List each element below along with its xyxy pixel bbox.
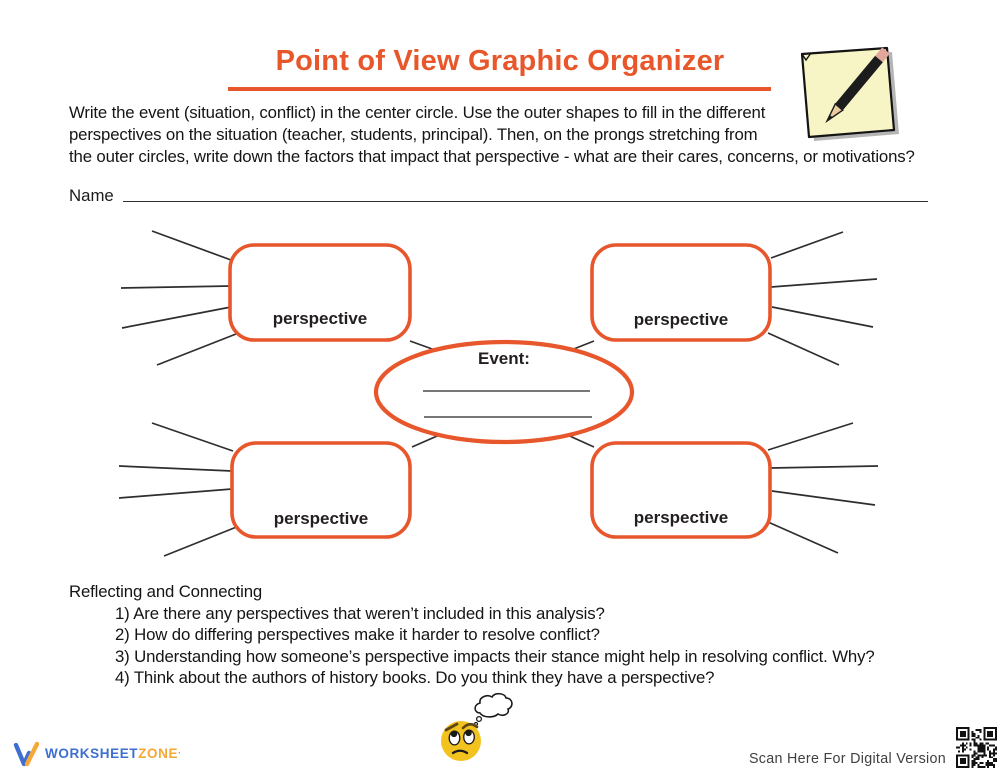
- name-input-line[interactable]: [122, 186, 928, 202]
- reflecting-question: 3) Understanding how someone’s perspecti…: [115, 646, 875, 666]
- instructions: Write the event (situation, conflict) in…: [69, 102, 915, 167]
- prong-line: [767, 422, 854, 451]
- perspective-label-top-left: perspective: [273, 309, 368, 328]
- qr-code: [956, 727, 997, 768]
- prong-line: [120, 285, 232, 289]
- prong-line: [156, 333, 237, 366]
- perspective-box-bottom-right[interactable]: [590, 441, 772, 539]
- reflecting-question: 1) Are there any perspectives that weren…: [115, 604, 605, 623]
- perspective-label-bottom-left: perspective: [274, 509, 369, 528]
- prong-line: [771, 306, 874, 328]
- brand-logo[interactable]: WORKSHEETZONE·: [13, 740, 182, 767]
- name-label: Name: [69, 186, 114, 205]
- name-row: Name: [69, 186, 928, 206]
- page-title: Point of View Graphic Organizer: [275, 45, 725, 77]
- prong-line: [118, 488, 233, 499]
- scan-label: Scan Here For Digital Version: [748, 751, 946, 767]
- qr-modules: [956, 728, 997, 768]
- brand-name-worksheet: WORKSHEET: [45, 746, 139, 761]
- event-blank-lines: [423, 390, 592, 418]
- prong-line: [163, 525, 240, 557]
- brand-name-zone: ZONE: [138, 746, 179, 761]
- reflecting-question: 2) How do differing perspectives make it…: [115, 625, 600, 645]
- note-pencil-icon: [800, 46, 899, 141]
- perspective-box-top-right[interactable]: [590, 243, 772, 342]
- instruction-line: Write the event (situation, conflict) in…: [69, 103, 766, 122]
- prong-line: [151, 230, 232, 261]
- thinking-emoji-icon: [441, 692, 513, 761]
- prong-line: [767, 521, 839, 554]
- perspective-label-top-right: perspective: [634, 310, 729, 329]
- prong-line: [121, 306, 232, 329]
- event-label: Event:: [478, 349, 530, 368]
- prong-line: [770, 278, 878, 288]
- perspective-box-bottom-left[interactable]: [230, 441, 412, 539]
- thought-bubble-icon: [473, 692, 513, 727]
- prong-line: [767, 332, 840, 366]
- reflecting-question: 4) Think about the authors of history bo…: [115, 668, 715, 688]
- prong-line: [770, 231, 844, 259]
- brand-name: WORKSHEETZONE·: [45, 746, 182, 761]
- reflecting-heading: Reflecting and Connecting: [69, 582, 263, 601]
- perspective-box-top-left[interactable]: [228, 243, 412, 342]
- brand-name-suffix: ·: [178, 748, 182, 758]
- pencil-icon: [825, 47, 890, 124]
- instruction-line: perspectives on the situation (teacher, …: [69, 124, 758, 144]
- reflecting-section: Reflecting and Connecting 1) Are there a…: [69, 581, 875, 689]
- perspective-label-bottom-right: perspective: [634, 508, 729, 527]
- emoji-face: [441, 721, 481, 761]
- title-underline: [228, 87, 771, 91]
- instruction-line: the outer circles, write down the factor…: [69, 146, 915, 166]
- prong-lines: [118, 230, 879, 557]
- brand-w-icon: [13, 741, 39, 767]
- prong-line: [118, 465, 233, 472]
- prong-line: [771, 490, 876, 506]
- note-corner-fold: [801, 52, 812, 62]
- prong-line: [770, 465, 879, 469]
- prong-line: [151, 422, 234, 452]
